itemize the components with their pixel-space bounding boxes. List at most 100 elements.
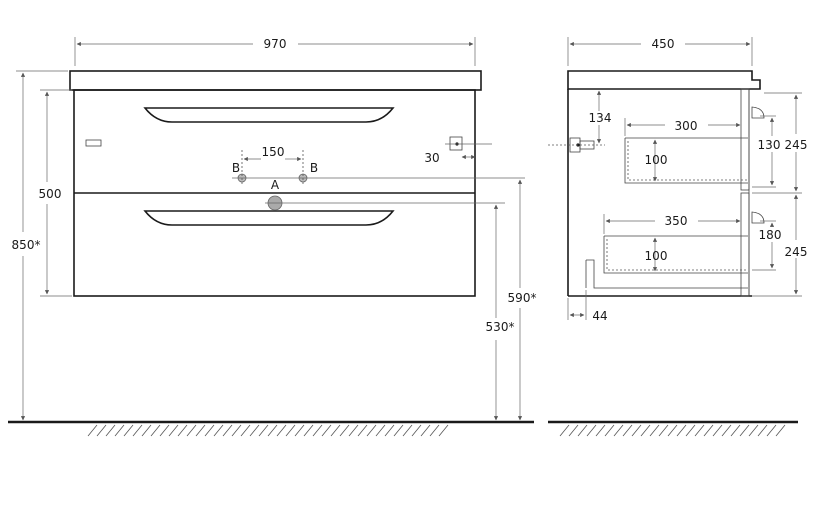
lower-front-label: 245 (785, 245, 808, 259)
floor-hatch-line (366, 424, 377, 437)
floor-hatch-line (258, 424, 269, 437)
floor-hatch-line (703, 424, 714, 437)
floor-hatch-line (775, 424, 786, 437)
upper-drawer-box (624, 137, 748, 184)
floor-hatch-line (186, 424, 197, 437)
floor-hatch-line (357, 424, 368, 437)
floor-hatch-line (231, 424, 242, 437)
floor-hatch-line (712, 424, 723, 437)
lower-drawer-inner-label: 100 (645, 249, 668, 263)
floor-hatch-line (402, 424, 413, 437)
floor-hatch-line (658, 424, 669, 437)
floor-hatch-line (123, 424, 134, 437)
lower-opening-label: 180 (759, 228, 782, 242)
lower-drawer-box (603, 235, 748, 274)
upper-opening-label: 130 (758, 138, 781, 152)
floor-hatch-line (312, 424, 323, 437)
label-a: A (271, 178, 280, 192)
floor-hatch-line (568, 424, 579, 437)
floor-hatch-line (730, 424, 741, 437)
front-view: 970 500 850* 150 B B A 30 530* 590* (12, 37, 537, 421)
floor-hatch-line (420, 424, 431, 437)
floor-hatch-line (577, 424, 588, 437)
floor-hatch-line (393, 424, 404, 437)
floor-hatch-line (105, 424, 116, 437)
floor-hatch-line (96, 424, 107, 437)
floor-hatch-line (631, 424, 642, 437)
left-mount-bracket (85, 139, 102, 147)
floor-hatch-line (141, 424, 152, 437)
pipe-offset-label: 30 (424, 151, 439, 165)
lower-drawer-handle (143, 210, 395, 226)
floor-hatch-line (766, 424, 777, 437)
lower-drawer-box-outline (586, 259, 748, 289)
lower-drawer-front (740, 192, 750, 297)
mount-depth-label: 134 (589, 111, 612, 125)
floor-hatch-line (321, 424, 332, 437)
floor-hatch-line (429, 424, 440, 437)
upper-drawer-inner (627, 141, 748, 181)
lower-drawer-depth-label: 350 (665, 214, 688, 228)
side-view: 450 134 300 100 350 100 130 245 (548, 37, 807, 323)
floor-hatch-line (348, 424, 359, 437)
floor (8, 420, 798, 437)
floor-hatch-line (667, 424, 678, 437)
floor-hatch-line (222, 424, 233, 437)
floor-hatch-line (640, 424, 651, 437)
floor-hatch-line (375, 424, 386, 437)
upper-handle-profile (751, 106, 765, 119)
side-offset-label: 44 (592, 309, 607, 323)
floor-hatch-line (676, 424, 687, 437)
front-countertop (69, 70, 482, 91)
supply-height-label: 590* (508, 291, 537, 305)
floor-hatch-line (622, 424, 633, 437)
floor-hatch-line (213, 424, 224, 437)
floor-hatch-line (159, 424, 170, 437)
floor-hatch-line (249, 424, 260, 437)
depth-label: 450 (652, 37, 675, 51)
floor-hatching-front (87, 424, 449, 437)
floor-hatch-line (294, 424, 305, 437)
floor-hatch-line (132, 424, 143, 437)
floor-hatch-line (559, 424, 570, 437)
upper-drawer-inner-label: 100 (645, 153, 668, 167)
floor-hatch-line (604, 424, 615, 437)
side-countertop (567, 70, 761, 90)
floor-hatch-line (303, 424, 314, 437)
upper-drawer-front (740, 88, 750, 191)
floor-hatch-line (204, 424, 215, 437)
upper-drawer-handle (143, 107, 395, 123)
lower-handle-profile (751, 211, 765, 224)
total-height-label: 850* (12, 238, 41, 252)
floor-hatch-line (694, 424, 705, 437)
lower-drawer-inner (606, 239, 748, 271)
floor-hatch-line (87, 424, 98, 437)
width-label: 970 (264, 37, 287, 51)
drain-height-label: 530* (486, 320, 515, 334)
floor-hatch-line (649, 424, 660, 437)
floor-hatch-line (748, 424, 759, 437)
floor-hatch-line (330, 424, 341, 437)
floor-hatch-line (114, 424, 125, 437)
floor-hatch-line (613, 424, 624, 437)
floor-hatch-line (150, 424, 161, 437)
upper-front-label: 245 (785, 138, 808, 152)
floor-hatch-line (739, 424, 750, 437)
floor-hatch-line (384, 424, 395, 437)
floor-hatch-line (267, 424, 278, 437)
label-b-left: B (232, 161, 240, 175)
upper-drawer-depth-label: 300 (675, 119, 698, 133)
floor-hatch-line (168, 424, 179, 437)
pipe-spacing-label: 150 (262, 145, 285, 159)
floor-hatch-line (595, 424, 606, 437)
floor-hatch-line (586, 424, 597, 437)
floor-hatch-line (195, 424, 206, 437)
floor-hatch-line (757, 424, 768, 437)
side-wall-bracket-arm (579, 140, 595, 150)
floor-hatch-line (438, 424, 449, 437)
floor-hatch-line (411, 424, 422, 437)
label-b-right: B (310, 161, 318, 175)
floor-hatch-line (285, 424, 296, 437)
floor-hatching-side (559, 424, 786, 437)
